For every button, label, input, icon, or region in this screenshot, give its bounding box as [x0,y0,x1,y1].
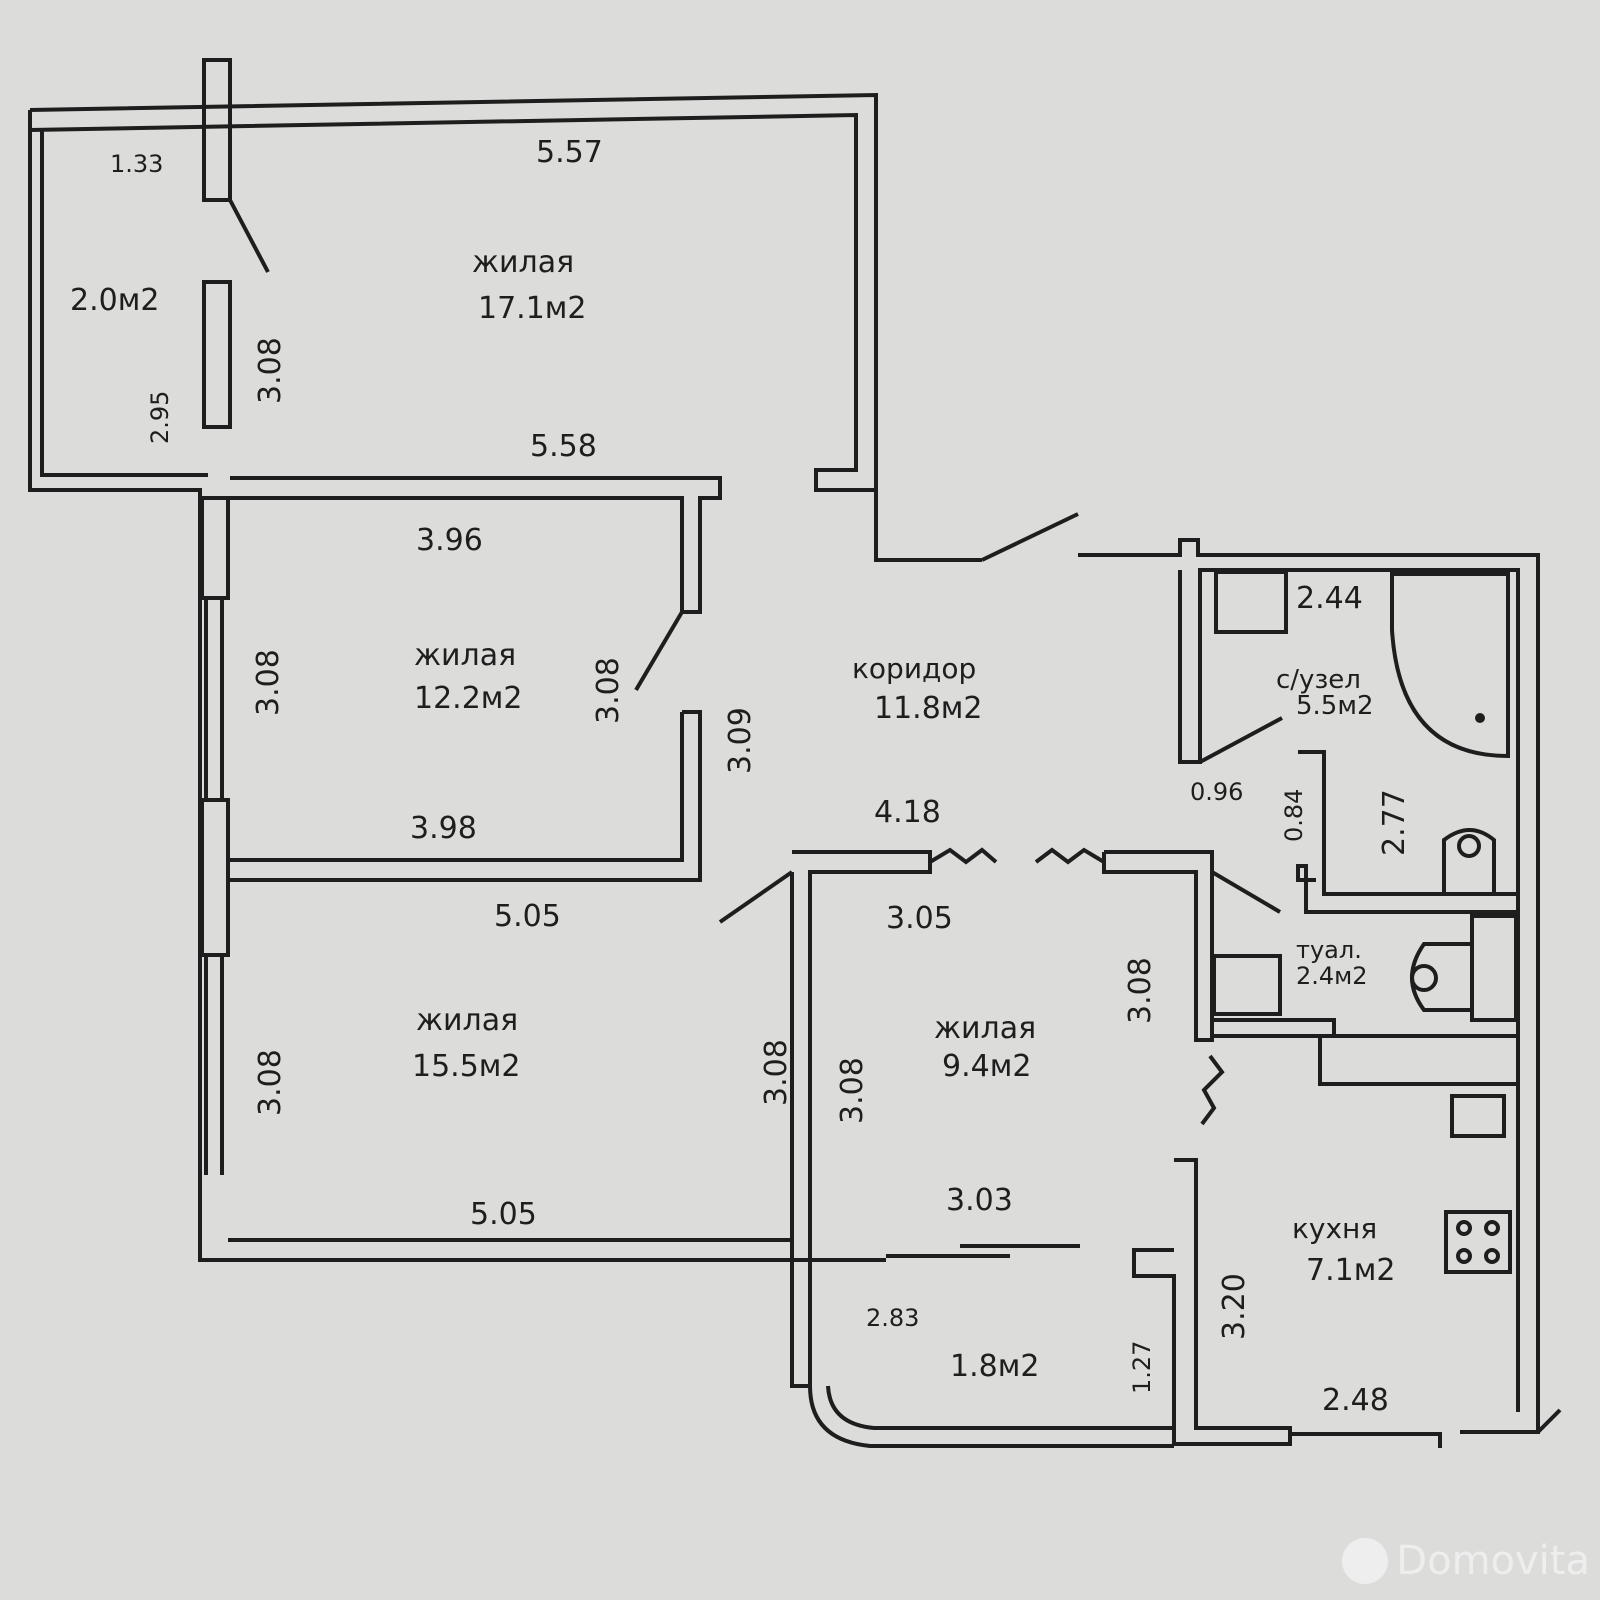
dim-kitchen-bottom: 2.48 [1322,1383,1389,1418]
dim-room15-right: 3.08 [759,1039,794,1106]
name-bathroom: с/узел [1276,665,1361,695]
dim-balcony-height: 2.95 [146,391,174,444]
dim-bath-side: 2.77 [1377,789,1412,856]
dim-room12-right: 3.08 [591,657,626,724]
area-room15: 15.5м2 [412,1049,521,1084]
name-room9: жилая [934,1011,1036,1046]
area-balcony-bottom: 1.8м2 [950,1349,1039,1384]
dim-room17-top: 5.57 [536,135,603,170]
name-kitchen: кухня [1292,1212,1377,1245]
dim-room12-left: 3.08 [251,649,286,716]
dim-balcony2-height: 1.27 [1128,1341,1156,1394]
dim-room17-bottom: 5.58 [530,429,597,464]
area-room17: 17.1м2 [478,291,587,326]
dim-room17-side: 3.08 [253,337,288,404]
name-room15: жилая [416,1003,518,1038]
dim-corridor-side: 3.09 [723,707,758,774]
dim-room9-top: 3.05 [886,901,953,936]
watermark: Domovita [1342,1538,1590,1584]
logo-dot-icon [1342,1538,1389,1584]
dim-room15-left: 3.08 [253,1049,288,1116]
dim-room12-top: 3.96 [416,523,483,558]
name-toilet: туал. [1296,936,1362,964]
dim-bath-top: 2.44 [1296,581,1363,616]
walls [28,58,1562,1448]
name-room17: жилая [472,245,574,280]
area-kitchen: 7.1м2 [1306,1253,1395,1288]
dim-balcony2-width: 2.83 [866,1304,919,1332]
dim-room15-bottom: 5.05 [470,1197,537,1232]
area-corridor: 11.8м2 [874,691,983,726]
watermark-text: Domovita [1396,1538,1590,1584]
dim-balcony-width: 1.33 [110,150,163,178]
dim-room9-right: 3.08 [1123,957,1158,1024]
dim-bath-niche: 0.84 [1280,789,1308,842]
area-balcony-top: 2.0м2 [70,283,159,318]
area-room12: 12.2м2 [414,681,523,716]
area-toilet: 2.4м2 [1296,962,1368,990]
dim-room9-bottom: 3.03 [946,1183,1013,1218]
dim-room9-left: 3.08 [835,1057,870,1124]
name-room12: жилая [414,638,516,673]
area-room9: 9.4м2 [942,1049,1031,1084]
area-bathroom: 5.5м2 [1296,691,1374,721]
dim-bath-door: 0.96 [1190,778,1243,806]
dim-room15-top: 5.05 [494,899,561,934]
dim-corridor-bottom: 4.18 [874,795,941,830]
dim-kitchen-side: 3.20 [1217,1273,1252,1340]
dim-room12-bottom: 3.98 [410,811,477,846]
name-corridor: коридор [852,652,976,685]
